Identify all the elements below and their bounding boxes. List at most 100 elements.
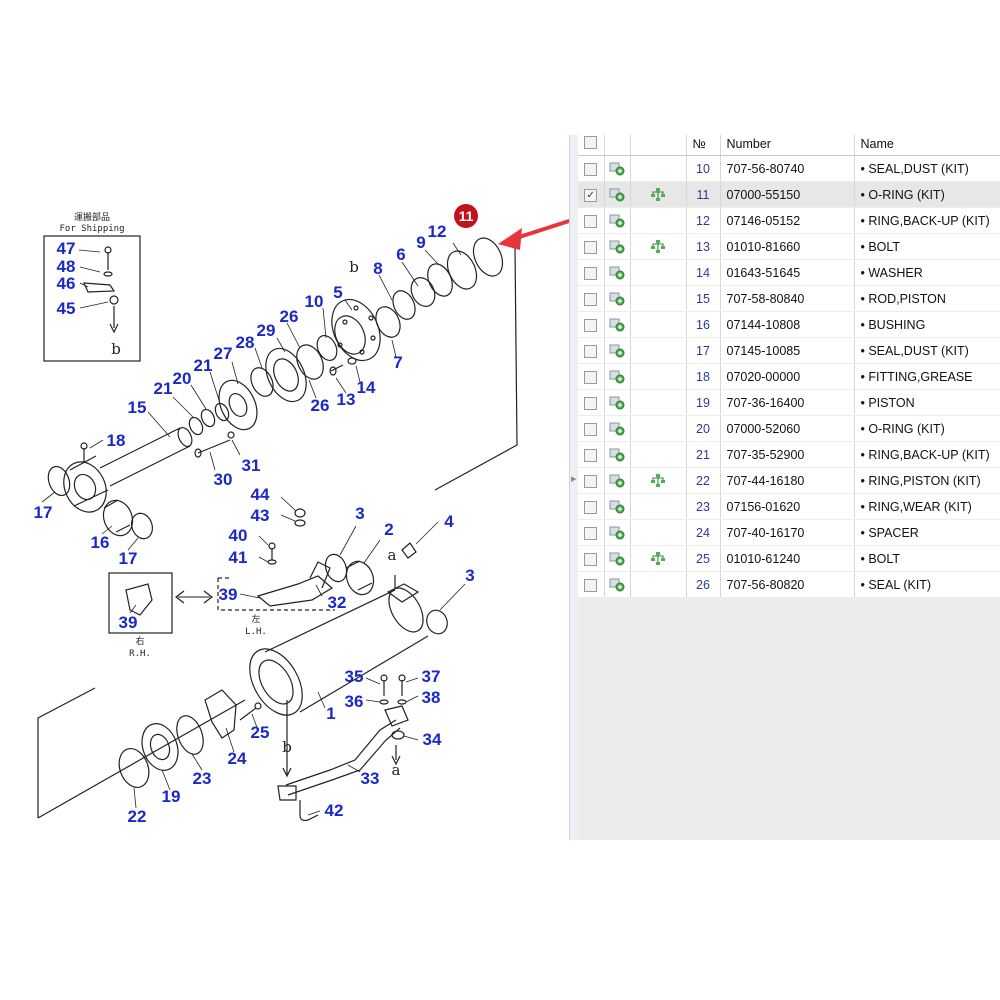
callout-35[interactable]: 35 xyxy=(345,667,364,686)
row-part-icon-cell[interactable] xyxy=(604,519,631,546)
row-part-number[interactable]: 01643-51645 xyxy=(720,259,855,286)
row-checkbox-cell[interactable] xyxy=(578,363,605,390)
row-no[interactable]: 13 xyxy=(686,233,721,260)
row-no[interactable]: 12 xyxy=(686,207,721,234)
row-part-number[interactable]: 707-36-16400 xyxy=(720,389,855,416)
row-part-icon-cell[interactable] xyxy=(604,545,631,572)
row-part-number[interactable]: 01010-61240 xyxy=(720,545,855,572)
row-checkbox-cell[interactable] xyxy=(578,467,605,494)
checkbox[interactable]: ✓ xyxy=(584,188,598,202)
row-part-number[interactable]: 07146-05152 xyxy=(720,207,855,234)
callout-22[interactable]: 22 xyxy=(128,807,147,826)
row-no[interactable]: 22 xyxy=(686,467,721,494)
callout-39[interactable]: 39 xyxy=(219,585,238,604)
row-part-number[interactable]: 01010-81660 xyxy=(720,233,855,260)
row-part-name[interactable]: • BOLT xyxy=(854,233,1000,260)
row-part-name[interactable]: • PISTON xyxy=(854,389,1000,416)
row-part-number[interactable]: 07020-00000 xyxy=(720,363,855,390)
row-part-icon-cell[interactable] xyxy=(604,389,631,416)
checkbox[interactable] xyxy=(584,448,598,462)
row-part-icon-cell[interactable] xyxy=(604,311,631,338)
row-part-icon-cell[interactable] xyxy=(604,207,631,234)
callout-7[interactable]: 7 xyxy=(393,353,402,372)
checkbox[interactable] xyxy=(584,526,598,540)
row-part-icon-cell[interactable] xyxy=(604,259,631,286)
checkbox[interactable] xyxy=(584,474,598,488)
checkbox[interactable] xyxy=(584,214,598,228)
row-checkbox-cell[interactable] xyxy=(578,337,605,364)
row-checkbox-cell[interactable] xyxy=(578,155,605,182)
row-no[interactable]: 26 xyxy=(686,571,721,598)
checkbox[interactable] xyxy=(584,552,598,566)
row-part-name[interactable]: • FITTING,GREASE xyxy=(854,363,1000,390)
row-no[interactable]: 25 xyxy=(686,545,721,572)
row-checkbox-cell[interactable]: ✓ xyxy=(578,181,605,208)
callout-5[interactable]: 5 xyxy=(333,283,342,302)
row-part-number[interactable]: 07000-55150 xyxy=(720,181,855,208)
row-tree-icon-cell[interactable] xyxy=(630,181,687,208)
row-no[interactable]: 23 xyxy=(686,493,721,520)
checkbox[interactable] xyxy=(584,240,598,254)
row-no[interactable]: 10 xyxy=(686,155,721,182)
checkbox[interactable] xyxy=(584,500,598,514)
callout-12[interactable]: 12 xyxy=(428,222,447,241)
row-tree-icon-cell[interactable] xyxy=(630,363,687,390)
callout-26[interactable]: 26 xyxy=(280,307,299,326)
row-tree-icon-cell[interactable] xyxy=(630,207,687,234)
row-part-number[interactable]: 07144-10808 xyxy=(720,311,855,338)
callout-28[interactable]: 28 xyxy=(236,333,255,352)
callout-3[interactable]: 3 xyxy=(355,504,364,523)
checkbox[interactable] xyxy=(584,292,598,306)
row-no[interactable]: 24 xyxy=(686,519,721,546)
row-part-number[interactable]: 07000-52060 xyxy=(720,415,855,442)
row-part-number[interactable]: 707-44-16180 xyxy=(720,467,855,494)
row-part-name[interactable]: • SEAL,DUST (KIT) xyxy=(854,155,1000,182)
checkbox[interactable] xyxy=(584,396,598,410)
row-part-name[interactable]: • RING,BACK-UP (KIT) xyxy=(854,207,1000,234)
callout-13[interactable]: 13 xyxy=(337,390,356,409)
row-part-name[interactable]: • SEAL,DUST (KIT) xyxy=(854,337,1000,364)
row-no[interactable]: 14 xyxy=(686,259,721,286)
row-checkbox-cell[interactable] xyxy=(578,519,605,546)
row-tree-icon-cell[interactable] xyxy=(630,467,687,494)
row-tree-icon-cell[interactable] xyxy=(630,155,687,182)
row-part-icon-cell[interactable] xyxy=(604,181,631,208)
row-tree-icon-cell[interactable] xyxy=(630,441,687,468)
callout-8[interactable]: 8 xyxy=(373,259,382,278)
callout-10[interactable]: 10 xyxy=(305,292,324,311)
row-no[interactable]: 16 xyxy=(686,311,721,338)
row-no[interactable]: 19 xyxy=(686,389,721,416)
callout-18[interactable]: 18 xyxy=(107,431,126,450)
row-part-icon-cell[interactable] xyxy=(604,285,631,312)
callout-34[interactable]: 34 xyxy=(423,730,442,749)
row-part-icon-cell[interactable] xyxy=(604,155,631,182)
row-tree-icon-cell[interactable] xyxy=(630,519,687,546)
callout-23[interactable]: 23 xyxy=(193,769,212,788)
checkbox[interactable] xyxy=(584,344,598,358)
callout-25[interactable]: 25 xyxy=(251,723,270,742)
callout-31[interactable]: 31 xyxy=(242,456,261,475)
callout-30[interactable]: 30 xyxy=(214,470,233,489)
callout-27[interactable]: 27 xyxy=(214,344,233,363)
row-tree-icon-cell[interactable] xyxy=(630,493,687,520)
row-tree-icon-cell[interactable] xyxy=(630,415,687,442)
row-part-name[interactable]: • RING,WEAR (KIT) xyxy=(854,493,1000,520)
row-checkbox-cell[interactable] xyxy=(578,207,605,234)
row-checkbox-cell[interactable] xyxy=(578,415,605,442)
callout-48[interactable]: 48 xyxy=(57,257,76,276)
row-tree-icon-cell[interactable] xyxy=(630,389,687,416)
row-tree-icon-cell[interactable] xyxy=(630,285,687,312)
row-part-name[interactable]: • O-RING (KIT) xyxy=(854,181,1000,208)
callout-38[interactable]: 38 xyxy=(422,688,441,707)
